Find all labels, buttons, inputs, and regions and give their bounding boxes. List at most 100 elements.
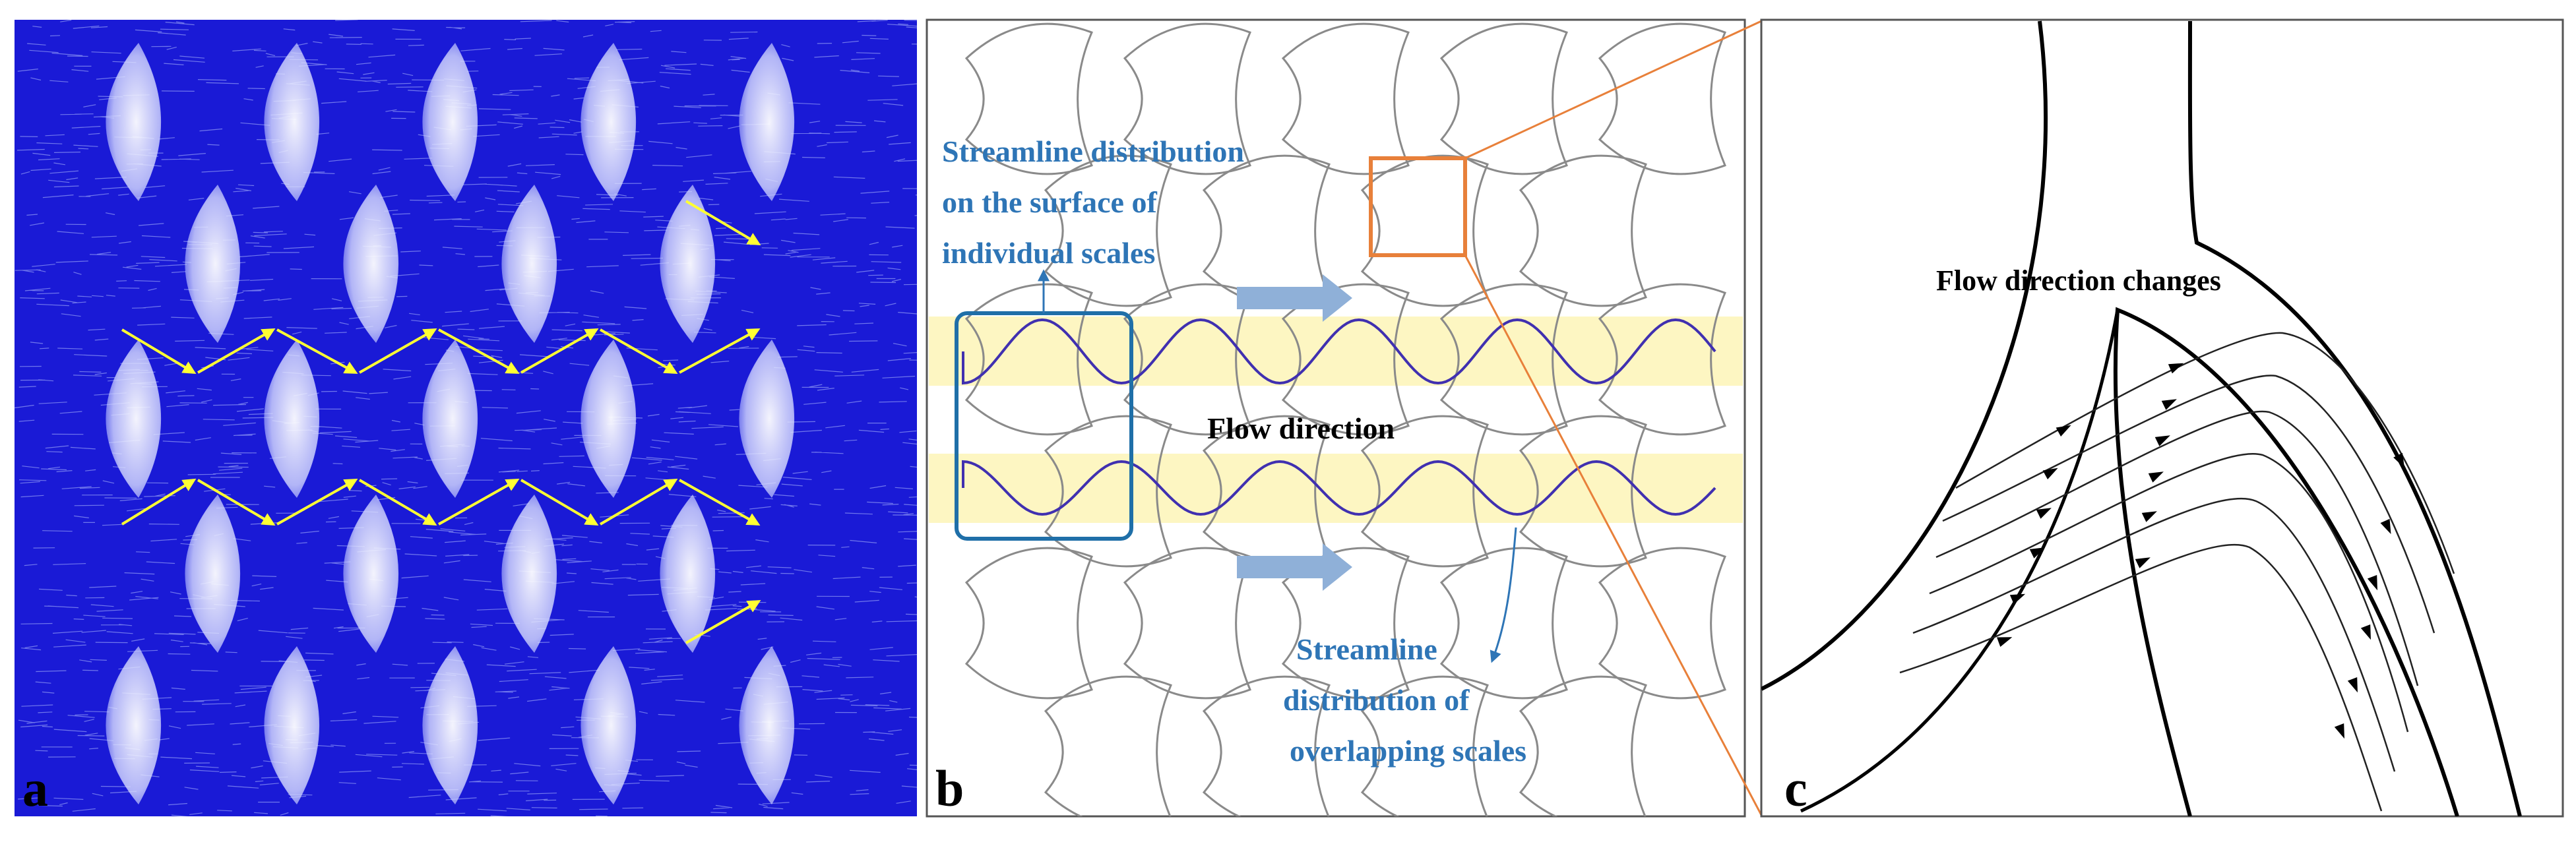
- streamline-arrowhead: [2135, 557, 2151, 568]
- streamline: [1912, 497, 2396, 772]
- streamline-arrowhead: [2360, 624, 2371, 640]
- scale-outline: [1439, 547, 1568, 700]
- scale-outline: [1598, 22, 1726, 175]
- streamline-arrowhead: [2380, 518, 2391, 535]
- scale-lens: [581, 43, 637, 201]
- flow-arrow: [520, 479, 599, 526]
- scale-outlines: [964, 22, 1726, 816]
- streamline-arrowhead: [2009, 593, 2026, 605]
- streamline-arrowhead: [2036, 508, 2052, 519]
- scale-lens: [264, 340, 320, 498]
- scale-outline: [1519, 675, 1647, 816]
- streamline-arrowhead: [2347, 677, 2358, 693]
- annotation-flow-direction: Flow direction: [1207, 411, 1395, 445]
- scale-lens: [501, 495, 557, 653]
- flow-arrow: [685, 200, 761, 246]
- panel-c-label: c: [1784, 760, 1807, 817]
- scale-outline: [1519, 154, 1647, 307]
- annotation-overlapping-scales: Streamline distribution of overlapping s…: [1283, 632, 1526, 768]
- streamline: [1942, 375, 2435, 634]
- flow-arrow-upper: [1237, 274, 1352, 322]
- flow-arrow: [438, 479, 520, 526]
- flow-arrow: [359, 328, 437, 374]
- scale-outline: [1439, 22, 1568, 175]
- scale-lens: [264, 646, 320, 804]
- scale-lenses: [106, 43, 795, 804]
- streamline-arrowhead: [2056, 425, 2071, 437]
- scale-lens: [422, 646, 478, 804]
- streamline-wave-upper: [962, 318, 1716, 385]
- scale-lens: [106, 340, 162, 498]
- streamline: [1899, 543, 2383, 812]
- streamlines: [1899, 332, 2455, 812]
- streamline-arrowhead: [2148, 471, 2164, 483]
- scale-lens: [422, 43, 478, 201]
- scale-lens: [660, 185, 716, 343]
- scale-lens: [343, 495, 399, 653]
- panel-c-frame: [1760, 18, 2564, 818]
- scale-outline: [964, 22, 1093, 175]
- scale-outline: [1044, 415, 1172, 568]
- streamline: [1929, 453, 2409, 733]
- scale-lens: [739, 340, 795, 498]
- scale-lens: [739, 646, 795, 804]
- scale-outline: [1044, 154, 1172, 307]
- zoom-connector-bottom: [1464, 255, 1763, 816]
- scale-outline: [1123, 547, 1251, 700]
- scale-edge-inner: [2113, 307, 2459, 816]
- scale-lens: [185, 495, 241, 653]
- scale-lens: [106, 646, 162, 804]
- flow-arrow: [599, 478, 678, 526]
- scale-lens: [739, 43, 795, 201]
- scale-lens: [581, 646, 637, 804]
- flow-arrow: [358, 479, 437, 526]
- flow-arrow: [520, 328, 599, 374]
- streamline-arrowhead: [1997, 637, 2013, 648]
- flow-arrow: [679, 328, 761, 374]
- scale-lens: [501, 185, 557, 343]
- scale-outline: [1202, 675, 1331, 816]
- flow-arrow: [121, 328, 197, 375]
- scale-outline: [964, 283, 1093, 436]
- streamline-arrowhead: [2161, 399, 2177, 410]
- scale-outline: [1281, 22, 1410, 175]
- zoom-box: [1369, 156, 1467, 257]
- panel-a-label: a: [22, 760, 48, 817]
- scale-edge-right: [2187, 20, 2522, 816]
- flow-arrow: [600, 328, 678, 374]
- scale-outline: [1123, 283, 1251, 436]
- scale-outline: [1281, 547, 1410, 700]
- streamline-band-upper: [929, 317, 1743, 386]
- flow-arrow: [276, 328, 358, 374]
- scale-outline: [1598, 547, 1726, 700]
- scale-outline: [964, 547, 1093, 700]
- streamline: [1935, 410, 2419, 686]
- flow-arrow-lower: [1237, 543, 1352, 591]
- zoom-connector-top: [1464, 20, 1762, 160]
- panel-b-frame: [926, 18, 1746, 818]
- scale-outline: [1439, 283, 1568, 436]
- scale-lens: [106, 43, 162, 201]
- flow-arrow: [197, 328, 276, 374]
- scale-outline: [1360, 675, 1489, 816]
- scale-lens: [422, 340, 478, 498]
- flow-arrow: [438, 328, 520, 374]
- streamline-arrowhead: [2029, 547, 2045, 559]
- panel-c: Flow direction changes c: [1760, 18, 2564, 818]
- scale-lens: [660, 495, 716, 653]
- scale-lens: [185, 185, 241, 343]
- scale-outline: [1044, 675, 1172, 816]
- scale-outline: [1123, 22, 1251, 175]
- pointer-overlap: [1490, 527, 1517, 663]
- scale-edge-left: [1761, 20, 2048, 691]
- streamline-wave-lower: [962, 460, 1716, 516]
- flow-arrow: [121, 478, 197, 526]
- flow-arrow: [197, 479, 276, 526]
- panel-b-label: b: [935, 760, 964, 817]
- scale-edge-inner-left: [1800, 309, 2120, 813]
- flow-arrow: [685, 600, 761, 644]
- yellow-flow-arrows: [121, 200, 761, 644]
- scale-lens: [264, 43, 320, 201]
- streamline-arrowhead: [2334, 723, 2344, 739]
